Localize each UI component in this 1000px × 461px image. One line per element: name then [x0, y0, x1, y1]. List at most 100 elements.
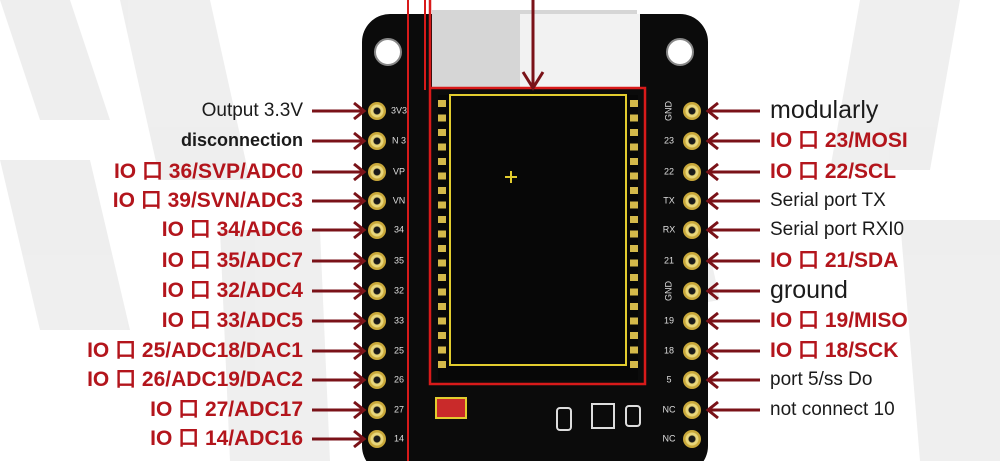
right-header-pin	[683, 192, 701, 210]
left-header-pin	[368, 252, 386, 270]
right-header-pin	[683, 282, 701, 300]
left-header-pin	[368, 282, 386, 300]
chip-pad-right	[630, 216, 638, 223]
right-pin-label: port 5/ss Do	[770, 368, 873, 390]
right-header-pin	[683, 132, 701, 150]
chip-pad-right	[630, 100, 638, 107]
chip-pad-right	[630, 317, 638, 325]
right-arrow-head	[705, 370, 719, 390]
left-header-pin	[368, 342, 386, 360]
chip-pad-left	[438, 303, 446, 310]
left-pin-label: IO 口 27/ADC17	[150, 397, 303, 421]
smd-component-2	[591, 403, 615, 429]
left-header-pin	[368, 192, 386, 210]
left-arrow-head	[353, 162, 367, 182]
right-pin-label: IO 口 19/MISO	[770, 308, 908, 332]
top-arrow-head	[521, 71, 545, 91]
right-pin-silkscreen: 21	[663, 255, 675, 266]
right-arrow-head	[705, 220, 719, 240]
left-header-pin	[368, 221, 386, 239]
right-arrow-head	[705, 191, 719, 211]
right-pin-label: IO 口 22/SCL	[770, 159, 897, 183]
right-pin-silkscreen: TX	[663, 195, 675, 206]
right-pin-label: IO 口 18/SCK	[770, 338, 899, 362]
left-pin-label: IO 口 35/ADC7	[161, 248, 303, 272]
chip-pad-left	[438, 288, 446, 296]
chip-pad-right	[630, 172, 638, 180]
pin-arrows	[312, 101, 760, 449]
left-header-pin	[368, 312, 386, 330]
left-pin-label: IO 口 39/SVN/ADC3	[112, 188, 303, 212]
right-arrow-head	[705, 162, 719, 182]
chip-pad-right	[630, 288, 638, 296]
left-arrow-head	[353, 131, 367, 151]
right-pin-label: IO 口 23/MOSI	[770, 128, 908, 152]
chip-pad-right	[630, 143, 638, 151]
right-pin-silkscreen: 5	[666, 374, 672, 385]
left-pin-silkscreen: 35	[393, 255, 405, 266]
module-red-frame	[428, 0, 647, 386]
right-arrow-head	[705, 131, 719, 151]
chip-pad-right	[630, 303, 638, 310]
chip-pad-left	[438, 274, 446, 281]
chip-pad-left	[438, 346, 446, 354]
left-pin-label: Output 3.3V	[201, 99, 303, 121]
chip-pad-left	[438, 317, 446, 325]
left-header-pin	[368, 102, 386, 120]
left-arrow-head	[353, 220, 367, 240]
smd-component-1	[556, 407, 572, 431]
right-pin-silkscreen: GND	[663, 101, 674, 121]
right-header-pin	[683, 221, 701, 239]
left-pin-label: IO 口 26/ADC19/DAC2	[87, 367, 303, 391]
right-arrow-head	[705, 400, 719, 420]
left-pin-silkscreen: 3V3	[390, 105, 408, 116]
chip-pad-left	[438, 187, 446, 194]
left-pin-silkscreen: 14	[393, 433, 405, 444]
chip-pad-left	[438, 201, 446, 209]
right-pin-label: ground	[770, 275, 848, 304]
right-pin-label: modularly	[770, 95, 879, 124]
smd-component-3	[625, 405, 641, 427]
right-header-pin	[683, 342, 701, 360]
chip-pad-left	[438, 129, 446, 136]
left-arrow-head	[353, 429, 367, 449]
right-header-pin	[683, 312, 701, 330]
chip-pad-right	[630, 346, 638, 354]
chip-pad-left	[438, 259, 446, 267]
chip-pad-left	[438, 332, 446, 339]
chip-pad-left	[438, 245, 446, 252]
right-pin-label: Serial port RXI0	[770, 218, 905, 240]
left-pin-label: IO 口 32/ADC4	[161, 278, 303, 302]
chip-pad-right	[630, 230, 638, 238]
right-arrow-head	[705, 311, 719, 331]
left-header-pin	[368, 401, 386, 419]
chip-pad-right	[630, 129, 638, 136]
left-arrow-head	[353, 370, 367, 390]
chip-pad-right	[630, 201, 638, 209]
left-pin-label: IO 口 14/ADC16	[150, 426, 303, 450]
chip-pad-left	[438, 216, 446, 223]
left-arrow-head	[353, 341, 367, 361]
chip-pad-right	[630, 245, 638, 252]
left-arrow-head	[353, 281, 367, 301]
left-pin-silkscreen: 32	[393, 285, 405, 296]
led-component	[435, 397, 467, 419]
left-pin-silkscreen: VN	[392, 195, 406, 206]
right-pin-silkscreen: 22	[663, 166, 675, 177]
right-arrow-head	[705, 281, 719, 301]
chip-body	[438, 95, 638, 380]
left-pin-silkscreen: N 3	[391, 135, 407, 146]
left-pin-silkscreen: 25	[393, 345, 405, 356]
chip-pad-right	[630, 274, 638, 281]
left-pin-label: IO 口 33/ADC5	[161, 308, 303, 332]
left-arrow-head	[353, 191, 367, 211]
chip-pad-left	[438, 158, 446, 165]
left-pin-label: IO 口 25/ADC18/DAC1	[87, 338, 303, 362]
right-pin-label: IO 口 21/SDA	[770, 248, 899, 272]
chip-pad-left	[438, 172, 446, 180]
chip-pad-right	[630, 114, 638, 122]
chip-pad-left	[438, 230, 446, 238]
left-header-pin	[368, 132, 386, 150]
chip-pad-left	[438, 143, 446, 151]
